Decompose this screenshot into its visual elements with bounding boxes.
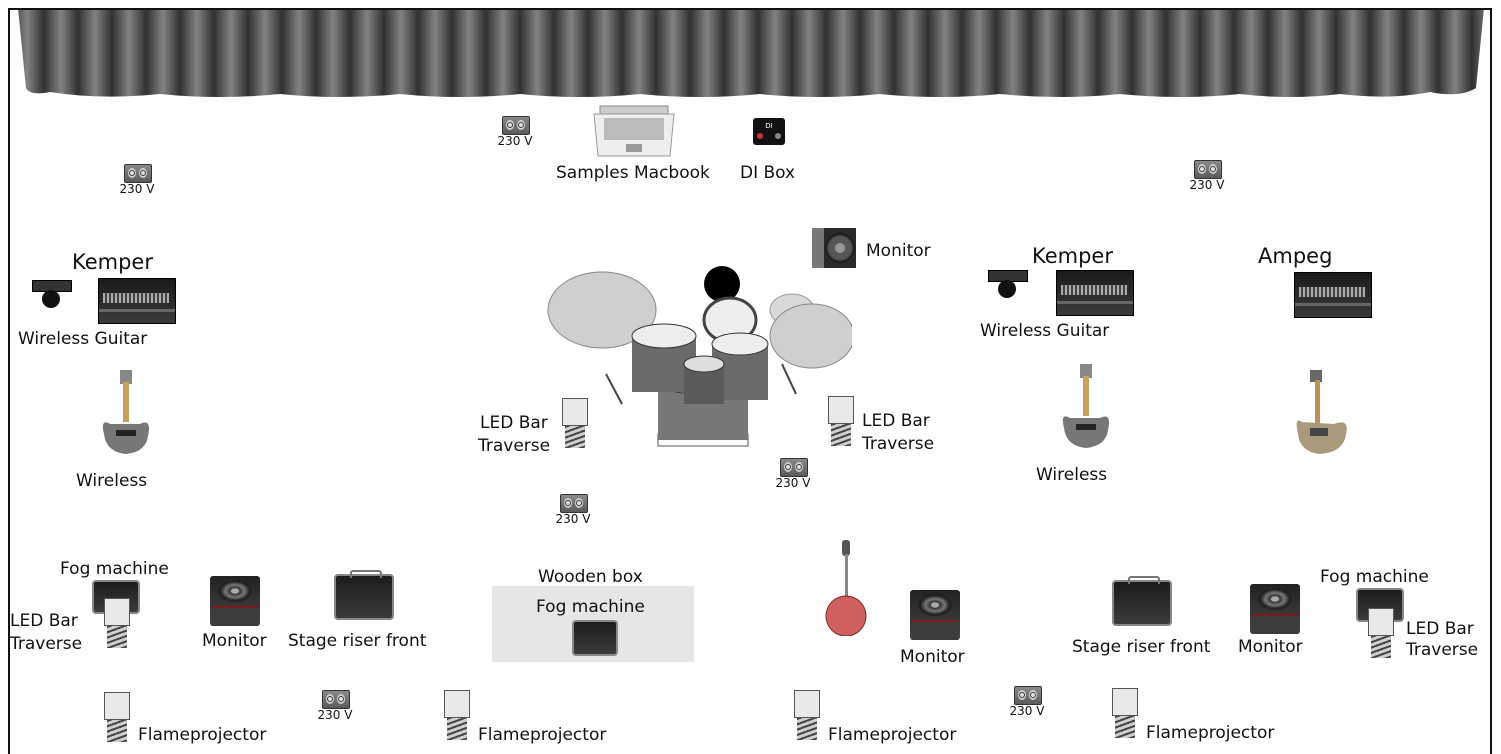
- flameprojector-icon: [1112, 688, 1138, 738]
- stage-border: [8, 8, 1492, 754]
- svg-text:DI: DI: [765, 122, 772, 130]
- led-bar-far-right-line2: Traverse: [1406, 640, 1479, 660]
- flameprojector-icon: [794, 690, 820, 740]
- led-bar-right-line2: Traverse: [862, 434, 935, 454]
- kemper-amp-icon: [1056, 270, 1134, 316]
- flameprojector-label: Flameprojector: [478, 725, 607, 745]
- wireless-receiver-icon: [988, 270, 1028, 298]
- fog-machine-icon: [572, 620, 618, 656]
- flameprojector-icon: [444, 690, 470, 740]
- fog-machine-left-label: Fog machine: [60, 559, 169, 579]
- laptop-icon: [593, 105, 675, 157]
- samples-macbook-label: Samples Macbook: [556, 163, 710, 183]
- wireless-guitar-left-label: Wireless Guitar: [18, 329, 148, 349]
- led-bar-left-line2: Traverse: [478, 436, 551, 456]
- kemper-amp-icon: [98, 278, 176, 324]
- wireless-right-label: Wireless: [1036, 465, 1108, 485]
- floor-monitor-icon: [910, 590, 960, 640]
- power-outlet: 230 V: [314, 690, 356, 724]
- led-bar-far-right-line1: LED Bar: [1406, 619, 1474, 639]
- monitor-wedge-icon: [812, 228, 856, 268]
- curtain: [18, 8, 1484, 97]
- monitor-top-label: Monitor: [866, 241, 931, 261]
- di-box-icon: DI: [753, 118, 785, 145]
- ampeg-label: Ampeg: [1258, 244, 1333, 268]
- led-bar-left-line1: LED Bar: [480, 413, 548, 433]
- led-bar-right-line1: LED Bar: [862, 411, 930, 431]
- led-bar-far-left-line1: LED Bar: [10, 611, 78, 631]
- monitor-center-label: Monitor: [900, 647, 965, 667]
- led-bar-icon: [104, 598, 130, 648]
- flameprojector-icon: [104, 692, 130, 742]
- monitor-right-label: Monitor: [1238, 637, 1303, 657]
- flameprojector-label: Flameprojector: [138, 725, 267, 745]
- kemper-left-label: Kemper: [72, 250, 153, 274]
- power-outlet: 230 V: [116, 164, 158, 198]
- floor-monitor-icon: [1250, 584, 1300, 634]
- stage-riser-front-right-label: Stage riser front: [1072, 637, 1211, 657]
- fog-machine-right-label: Fog machine: [1320, 567, 1429, 587]
- electric-guitar-icon: [102, 370, 149, 454]
- wooden-box-label: Wooden box: [538, 567, 643, 587]
- stage-riser-front-left-label: Stage riser front: [288, 631, 427, 651]
- flameprojector-label: Flameprojector: [1146, 723, 1275, 743]
- kemper-right-label: Kemper: [1032, 244, 1113, 268]
- led-bar-icon: [562, 398, 588, 448]
- led-bar-far-left-line2: Traverse: [10, 634, 83, 654]
- electric-guitar-icon: [1062, 364, 1109, 448]
- wireless-receiver-icon: [32, 280, 72, 308]
- stage-riser-icon: [1112, 576, 1172, 626]
- wireless-guitar-right-label: Wireless Guitar: [980, 321, 1110, 341]
- microphone-stand-icon: [825, 540, 867, 636]
- power-outlet: 230 V: [552, 494, 594, 528]
- fog-machine-center-label: Fog machine: [536, 597, 645, 617]
- power-outlet: 230 V: [1186, 160, 1228, 194]
- power-outlet: 230 V: [772, 458, 814, 492]
- wireless-left-label: Wireless: [76, 471, 148, 491]
- ampeg-amp-icon: [1294, 272, 1372, 318]
- power-outlet: 230 V: [494, 116, 536, 150]
- led-bar-icon: [828, 396, 854, 446]
- stage-riser-icon: [334, 570, 394, 620]
- power-outlet: 230 V: [1006, 686, 1048, 720]
- bass-guitar-icon: [1296, 370, 1347, 454]
- drum-kit-icon: [547, 266, 852, 447]
- flameprojector-label: Flameprojector: [828, 725, 957, 745]
- floor-monitor-icon: [210, 576, 260, 626]
- di-box-label: DI Box: [740, 163, 796, 183]
- led-bar-icon: [1368, 608, 1394, 658]
- monitor-left-label: Monitor: [202, 631, 267, 651]
